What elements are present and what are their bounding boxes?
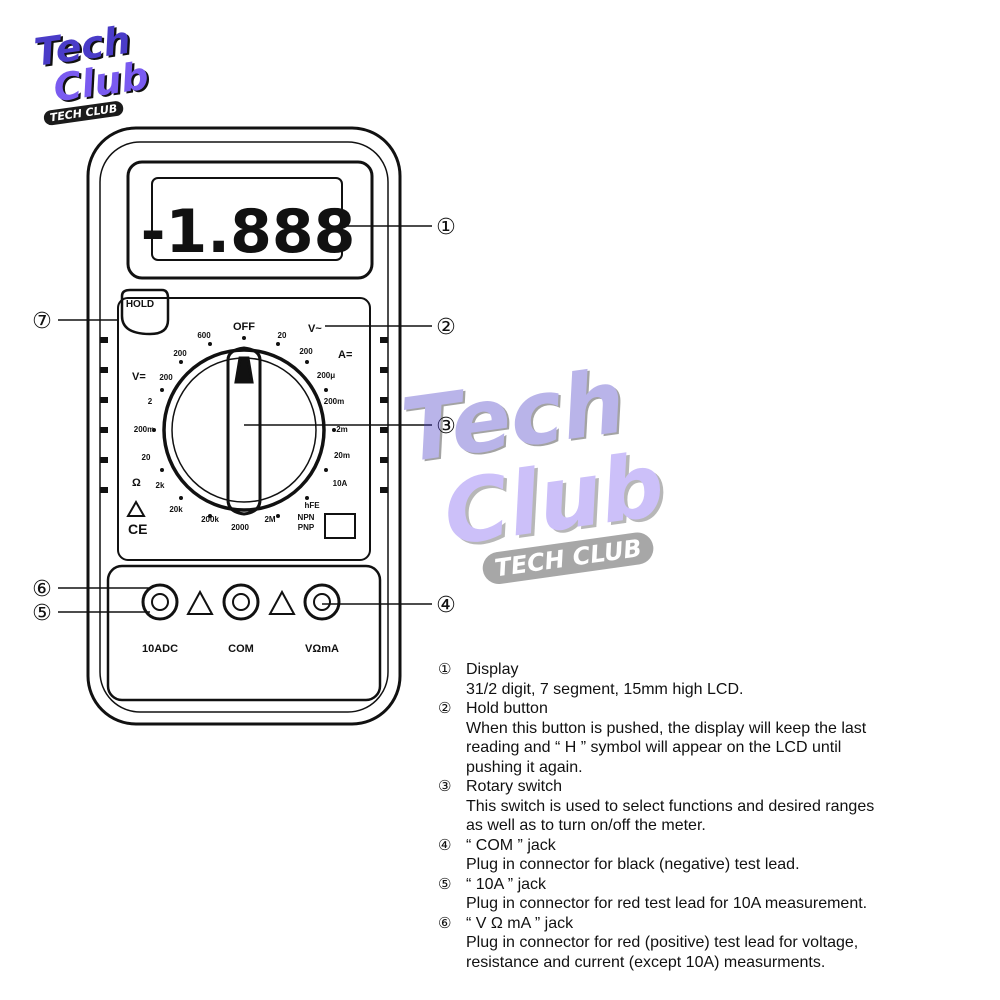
legend-desc: resistance and current (except 10A) meas…	[466, 953, 826, 971]
jack-panel	[106, 564, 382, 702]
legend-title: Hold button	[466, 700, 548, 717]
dial-range: 20	[142, 453, 151, 462]
legend-desc: Plug in connector for red test lead for …	[466, 895, 868, 912]
dial-range: 200	[173, 349, 187, 358]
dial-range: 200	[299, 347, 313, 356]
dial-range: 20k	[169, 505, 183, 514]
callout-2: ②	[436, 315, 456, 340]
warning-triangle-2	[268, 589, 296, 615]
legend-title: “ COM ” jack	[466, 836, 556, 854]
legend-number: ②	[438, 699, 452, 717]
dial-range: hFE	[304, 501, 320, 510]
dial-ticks	[152, 336, 336, 518]
dial-range: 200	[159, 373, 173, 382]
callout-3: ③	[436, 414, 456, 439]
legend-number: ⑥	[438, 913, 452, 932]
legend-number: ①	[438, 660, 452, 678]
jack-label-com: COM	[228, 643, 254, 655]
dial-label-off: OFF	[233, 321, 255, 333]
dial-range: NPN	[298, 513, 315, 522]
dial-range: 20m	[334, 451, 350, 460]
dial-knob	[226, 346, 262, 516]
jack-com	[222, 583, 260, 621]
legend-number: ④	[438, 835, 452, 854]
dial-range: 200m	[134, 425, 154, 434]
jack-vomma-hole	[313, 593, 331, 611]
hold-button-outline	[120, 288, 170, 336]
jack-10a-hole	[151, 593, 169, 611]
dial-label-v-dc: V=	[132, 371, 146, 383]
legend-item-rotary: ③ Rotary switch This switch is used to se…	[438, 777, 978, 836]
callout-6: ⑥	[32, 577, 52, 602]
jack-com-hole	[232, 593, 250, 611]
jack-vomma	[303, 583, 341, 621]
lcd-window	[151, 177, 343, 261]
legend-title: “ V Ω mA ” jack	[466, 914, 574, 932]
tech-club-watermark: Tech Club TECH CLUB	[396, 349, 674, 595]
callout-7: ⑦	[32, 309, 52, 334]
legend-item-10a: ⑤ “ 10A ” jack Plug in connector for red …	[438, 875, 978, 914]
dial-range: PNP	[298, 523, 315, 532]
hfe-socket	[324, 513, 356, 539]
legend-desc: This switch is used to select functions …	[466, 797, 875, 815]
callout-1: ①	[436, 215, 456, 240]
lcd-reading: -1.888	[141, 197, 356, 267]
callout-5: ⑤	[32, 601, 52, 626]
side-grips	[100, 337, 388, 493]
dial-range: 200μ	[317, 371, 335, 380]
legend-item-display: ① Display 31/2 digit, 7 segment, 15mm hig…	[438, 660, 978, 699]
legend: ① Display 31/2 digit, 7 segment, 15mm hig…	[438, 660, 978, 972]
warning-triangle-1	[186, 589, 214, 615]
dial-range: 200m	[324, 397, 344, 406]
jack-label-vomma: VΩmA	[305, 643, 339, 655]
legend-item-com: ④ “ COM ” jack Plug in connector for blac…	[438, 836, 978, 875]
dial-label-v-ac: V~	[308, 323, 322, 335]
dial-label-a-dc: A=	[338, 349, 352, 361]
legend-title: “ 10A ” jack	[466, 875, 547, 893]
legend-desc: as well as to turn on/off the meter.	[466, 817, 706, 834]
legend-desc: 31/2 digit, 7 segment, 15mm high LCD.	[466, 680, 744, 698]
meter-body-outline	[86, 126, 402, 726]
dial-label-ce: CE	[128, 521, 147, 537]
legend-desc: When this button is pushed, the display …	[466, 719, 867, 737]
legend-desc: Plug in connector for red (positive) tes…	[466, 934, 859, 951]
jack-10a	[141, 583, 179, 621]
callout-4: ④	[436, 593, 456, 618]
warning-triangle-3	[126, 499, 146, 517]
legend-title: Display	[466, 661, 519, 678]
front-panel	[117, 297, 371, 561]
legend-number: ⑤	[438, 874, 452, 893]
dial-range: 10A	[333, 479, 348, 488]
dial-range: 600	[197, 331, 211, 340]
legend-desc: pushing it again.	[466, 758, 583, 776]
dial-range: 2	[148, 397, 153, 406]
dial-label-ohm: Ω	[132, 477, 141, 489]
dial-range: 200k	[201, 515, 219, 524]
dial-range: 2m	[336, 425, 348, 434]
legend-item-hold: ② Hold button When this button is pushed,…	[438, 699, 978, 777]
legend-desc: reading and “ H ” symbol will appear on …	[466, 739, 842, 756]
rotary-dial	[162, 348, 326, 512]
jack-label-10adc: 10ADC	[142, 643, 178, 655]
legend-title: Rotary switch	[466, 778, 563, 795]
dial-pointer	[234, 356, 254, 384]
dial-range: 2000	[231, 523, 249, 532]
legend-number: ③	[438, 777, 452, 795]
dial-range: 2M	[264, 515, 275, 524]
hold-button-label[interactable]: HOLD	[126, 299, 154, 310]
legend-item-vomma: ⑥ “ V Ω mA ” jack Plug in connector for r…	[438, 914, 978, 973]
dial-range: 2k	[156, 481, 165, 490]
dial-range: 20	[278, 331, 287, 340]
legend-desc: Plug in connector for black (negative) t…	[466, 856, 800, 873]
display-frame	[126, 160, 374, 280]
